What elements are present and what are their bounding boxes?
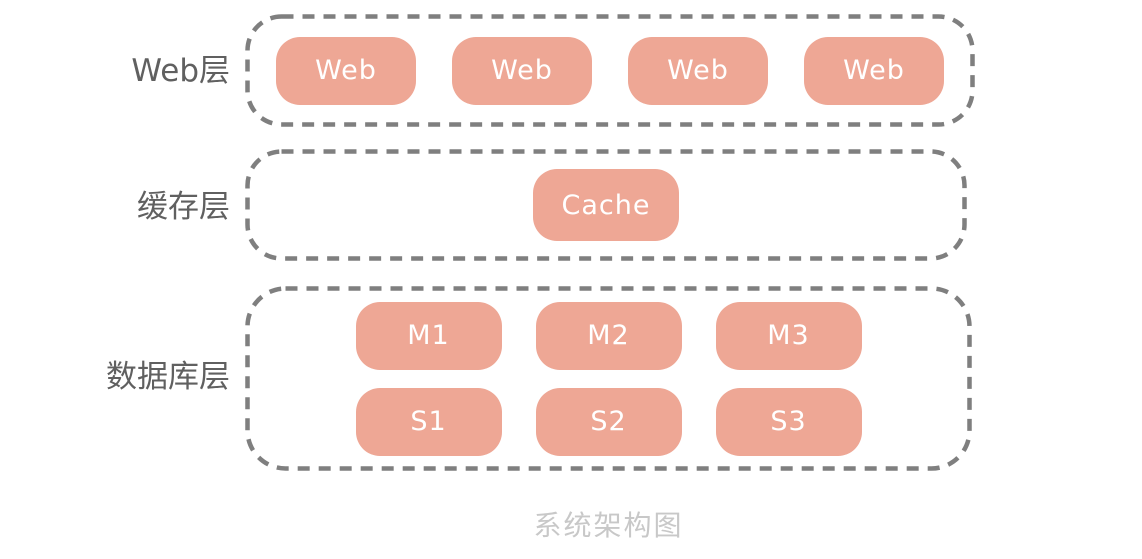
db-nodes-grid: M1 M2 M3 S1 S2 S3: [245, 286, 972, 471]
db-layer-label: 数据库层: [106, 359, 230, 395]
db-node-s2: S2: [535, 387, 682, 456]
db-master-row: M1 M2 M3: [355, 301, 862, 370]
db-slave-row: S1 S2 S3: [355, 387, 862, 456]
cache-layer-label: 缓存层: [137, 189, 230, 225]
web-layer-label: Web层: [131, 53, 230, 89]
web-nodes-row: Web Web Web Web: [245, 14, 975, 127]
web-node-3: Web: [628, 36, 768, 105]
db-node-s3: S3: [715, 387, 862, 456]
cache-layer-group: Cache: [245, 149, 967, 261]
db-node-m2: M2: [535, 301, 682, 370]
db-node-s1: S1: [355, 387, 502, 456]
db-layer-group: M1 M2 M3 S1 S2 S3: [245, 286, 972, 471]
cache-node: Cache: [533, 169, 679, 241]
web-layer-group: Web Web Web Web: [245, 14, 975, 127]
db-node-m3: M3: [715, 301, 862, 370]
cache-nodes-row: Cache: [245, 149, 967, 261]
diagram-title: 系统架构图: [533, 509, 684, 542]
web-node-1: Web: [276, 36, 416, 105]
db-node-m1: M1: [355, 301, 502, 370]
web-node-2: Web: [452, 36, 592, 105]
web-node-4: Web: [804, 36, 944, 105]
